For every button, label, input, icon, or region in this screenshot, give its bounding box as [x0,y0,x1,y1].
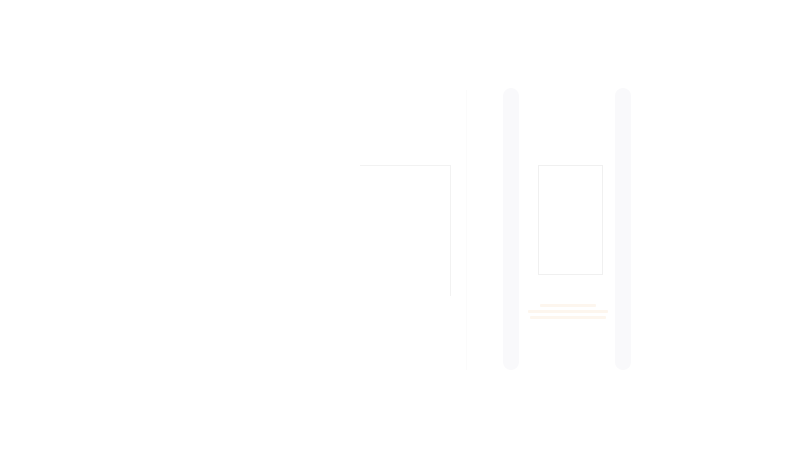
caption-line [540,304,596,307]
scrollbar-right[interactable] [615,88,631,370]
preview-frame[interactable] [538,165,603,275]
caption-line [528,310,608,313]
scrollbar-left[interactable] [503,88,519,370]
divider [466,90,467,370]
content-panel [360,165,451,296]
caption-line [530,316,606,319]
